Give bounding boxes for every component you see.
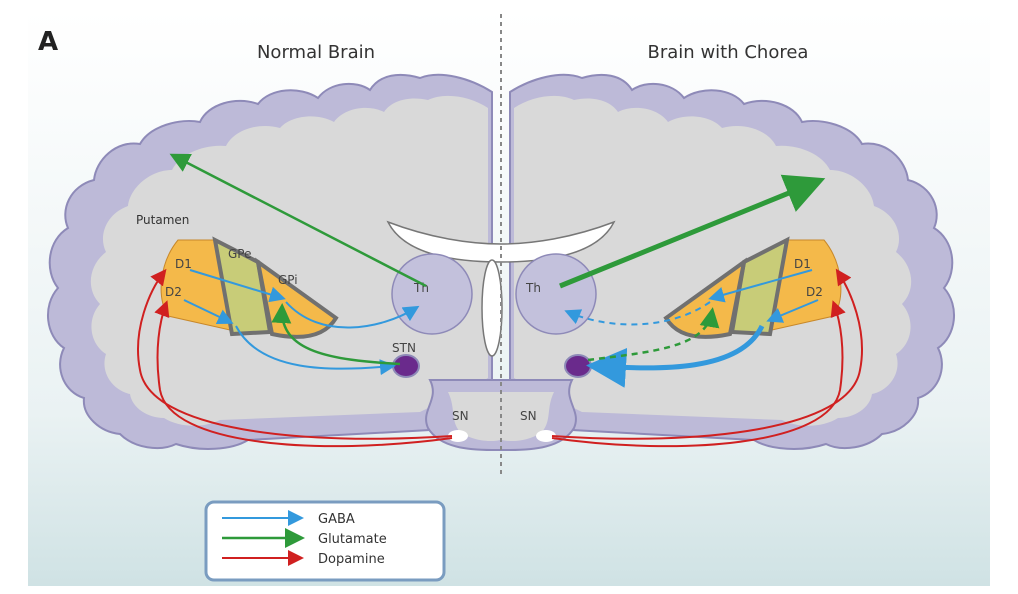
- label-d1-left: D1: [175, 257, 192, 271]
- label-d2-left: D2: [165, 285, 182, 299]
- label-d2-right: D2: [806, 285, 823, 299]
- label-sn-left: SN: [452, 409, 469, 423]
- label-th-right: Th: [525, 281, 541, 295]
- label-gpi: GPi: [278, 273, 298, 287]
- legend-label-gaba: GABA: [318, 512, 355, 527]
- panel-letter: A: [38, 27, 58, 57]
- label-putamen: Putamen: [136, 213, 189, 227]
- label-stn: STN: [392, 341, 416, 355]
- title-brain-with-chorea: Brain with Chorea: [648, 42, 809, 63]
- label-gpe: GPe: [228, 247, 252, 261]
- third-ventricle: [482, 260, 502, 356]
- title-normal-brain: Normal Brain: [257, 42, 375, 63]
- left-stn: [393, 355, 419, 377]
- legend-label-dopamine: Dopamine: [318, 552, 385, 567]
- label-sn-right: SN: [520, 409, 537, 423]
- legend-label-glutamate: Glutamate: [318, 532, 387, 547]
- legend: GABA Glutamate Dopamine: [206, 502, 444, 580]
- left-thalamus: [392, 254, 472, 334]
- right-stn: [565, 355, 591, 377]
- label-d1-right: D1: [794, 257, 811, 271]
